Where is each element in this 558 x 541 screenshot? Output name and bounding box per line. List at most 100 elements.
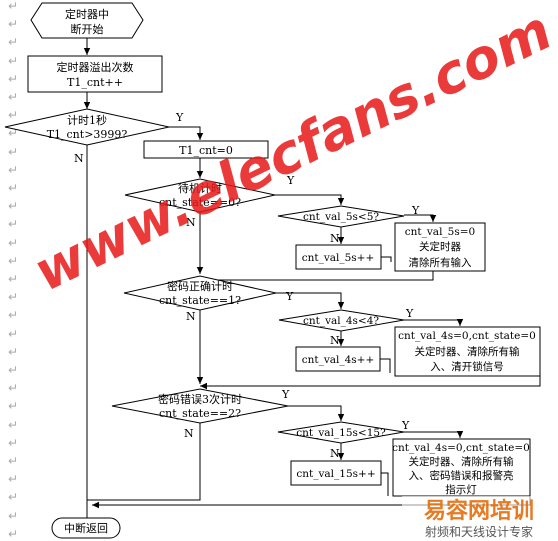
line-inc4-join bbox=[380, 358, 391, 373]
increment-4s-process: cnt_val_4s++ bbox=[295, 346, 381, 372]
yes-label: Y bbox=[286, 174, 295, 187]
paragraph-mark: ↵ bbox=[8, 72, 18, 86]
watermark-logo-subtitle: 射频和天线设计专家 bbox=[425, 524, 533, 539]
paragraph-mark: ↵ bbox=[8, 509, 18, 523]
paragraph-mark: ↵ bbox=[8, 345, 18, 359]
arrow-d2a-yes bbox=[404, 214, 437, 222]
branch-labels: Y N Y N Y N Y N Y N Y N Y N bbox=[74, 111, 420, 460]
no-label: N bbox=[186, 216, 196, 229]
reset-counter-process: T1_cnt=0 bbox=[143, 140, 269, 159]
d2a-label: cnt_val_5s<5? bbox=[303, 211, 379, 223]
paragraph-mark: ↵ bbox=[8, 236, 18, 250]
arrow-d1-yes bbox=[169, 126, 204, 140]
yes-label: Y bbox=[175, 111, 184, 124]
decision-password-wrong: 密码错误3次计时 cnt_state==2? bbox=[111, 388, 289, 424]
inc15-label: cnt_val_15s++ bbox=[296, 468, 375, 480]
action-4s-process: cnt_val_4s=0,cnt_state=0 关定时器、清除所有输 入、清开… bbox=[394, 326, 541, 377]
no-label: N bbox=[330, 447, 340, 460]
d1-line-2: T1_cnt>3999? bbox=[47, 128, 128, 141]
no-label: N bbox=[74, 152, 84, 165]
start-line-2: 断开始 bbox=[71, 22, 104, 36]
paragraph-mark: ↵ bbox=[8, 527, 18, 541]
paragraph-mark: ↵ bbox=[8, 90, 18, 104]
act4-line-1: cnt_val_4s=0,cnt_state=0 bbox=[398, 330, 536, 342]
no-label: N bbox=[330, 334, 340, 347]
arrow-d3a-yes bbox=[404, 319, 464, 326]
act5-line-3: 清除所有输入 bbox=[409, 256, 472, 269]
line-act4-join bbox=[200, 376, 541, 390]
no-label: N bbox=[330, 232, 340, 245]
paragraph-mark: ↵ bbox=[8, 381, 18, 395]
paragraph-mark: ↵ bbox=[8, 290, 18, 304]
paragraph-mark: ↵ bbox=[8, 399, 18, 413]
paragraph-mark: ↵ bbox=[8, 108, 18, 122]
act5-line-1: cnt_val_5s=0 bbox=[405, 226, 475, 238]
arrow-d2-yes bbox=[275, 194, 345, 205]
increment-5s-process: cnt_val_5s++ bbox=[295, 244, 382, 270]
act15-line-3: 入、密码错误和报警亮 bbox=[409, 469, 514, 482]
arrow-d4a-yes bbox=[404, 431, 464, 438]
start-line-1: 定时器中 bbox=[65, 7, 109, 21]
act15-line-4: 指示灯 bbox=[445, 483, 477, 496]
yes-label: Y bbox=[285, 290, 294, 303]
line-d4-no bbox=[87, 423, 201, 501]
act4-line-2: 关定时器、清除所有输 bbox=[415, 345, 520, 358]
action-5s-process: cnt_val_5s=0 关定时器 清除所有输入 bbox=[394, 222, 486, 272]
watermark-logo-text: 易容网培训 bbox=[424, 498, 534, 524]
d4-line-2: cnt_state==2? bbox=[159, 407, 241, 420]
paragraph-mark: ↵ bbox=[8, 145, 18, 159]
paragraph-mark: ↵ bbox=[8, 418, 18, 432]
line-inc15-join bbox=[381, 472, 389, 496]
act4-line-3: 入、清开锁信号 bbox=[430, 360, 504, 373]
paragraph-mark: ↵ bbox=[8, 254, 18, 268]
paragraph-mark: ↵ bbox=[8, 363, 18, 377]
paragraph-mark: ↵ bbox=[8, 35, 18, 49]
end-terminator: 中断返回 bbox=[51, 517, 121, 539]
paragraph-mark: ↵ bbox=[8, 472, 18, 486]
start-terminator: 定时器中 断开始 bbox=[30, 2, 144, 39]
decision-val-4s: cnt_val_4s<4? bbox=[278, 309, 405, 332]
paragraph-mark: ↵ bbox=[8, 54, 18, 68]
no-label: N bbox=[186, 310, 196, 323]
paragraph-mark: ↵ bbox=[8, 163, 18, 177]
paragraph-mark: ↵ bbox=[8, 327, 18, 341]
paragraph-mark: ↵ bbox=[8, 308, 18, 322]
paragraph-mark: ↵ bbox=[8, 490, 18, 504]
act15-line-1: cnt_val_4s=0,cnt_state=0 bbox=[392, 442, 530, 454]
arrow-d4-yes bbox=[288, 405, 345, 421]
d4a-label: cnt_val_15s<15? bbox=[296, 427, 386, 439]
increment-15s-process: cnt_val_15s++ bbox=[290, 460, 382, 486]
decision-password-correct: 密码正确计时 cnt_state==1? bbox=[123, 275, 277, 311]
paragraph-mark: ↵ bbox=[8, 126, 18, 140]
inc5-label: cnt_val_5s++ bbox=[302, 252, 375, 264]
yes-label: Y bbox=[281, 388, 290, 401]
watermark-logo: 易容网培训 射频和天线设计专家 bbox=[402, 496, 556, 539]
decision-val-15s: cnt_val_15s<15? bbox=[277, 421, 405, 444]
paragraph-mark: ↵ bbox=[8, 181, 18, 195]
d2-line-1: 待机计时 bbox=[178, 181, 222, 195]
act5-line-2: 关定时器 bbox=[419, 240, 461, 253]
arrow-d3-yes bbox=[276, 292, 345, 309]
paragraph-mark: ↵ bbox=[8, 454, 18, 468]
paragraph-mark: ↵ bbox=[8, 272, 18, 286]
overflow-line-2: T1_cnt++ bbox=[67, 76, 123, 89]
overflow-line-1: 定时器溢出次数 bbox=[57, 60, 134, 74]
paragraph-mark: ↵ bbox=[8, 436, 18, 450]
end-label: 中断返回 bbox=[64, 521, 108, 535]
d3a-label: cnt_val_4s<4? bbox=[303, 315, 379, 327]
action-15s-process: cnt_val_4s=0,cnt_state=0 关定时器、清除所有输 入、密码… bbox=[392, 438, 531, 497]
d2-line-2: cnt_state==0? bbox=[159, 196, 241, 209]
d1-line-1: 计时1秒 bbox=[67, 113, 107, 127]
yes-label: Y bbox=[401, 419, 410, 432]
d3-line-2: cnt_state==1? bbox=[159, 294, 241, 307]
line-act5-join bbox=[200, 271, 434, 281]
reset-label: T1_cnt=0 bbox=[179, 144, 233, 157]
paragraph-mark: ↵ bbox=[8, 17, 18, 31]
decision-timer-1s: 计时1秒 T1_cnt>3999? bbox=[4, 108, 170, 146]
paragraph-mark: ↵ bbox=[8, 0, 18, 13]
overflow-process: 定时器溢出次数 T1_cnt++ bbox=[27, 55, 163, 93]
act15-line-2: 关定时器、清除所有输 bbox=[409, 455, 514, 468]
paragraph-mark: ↵ bbox=[8, 217, 18, 231]
